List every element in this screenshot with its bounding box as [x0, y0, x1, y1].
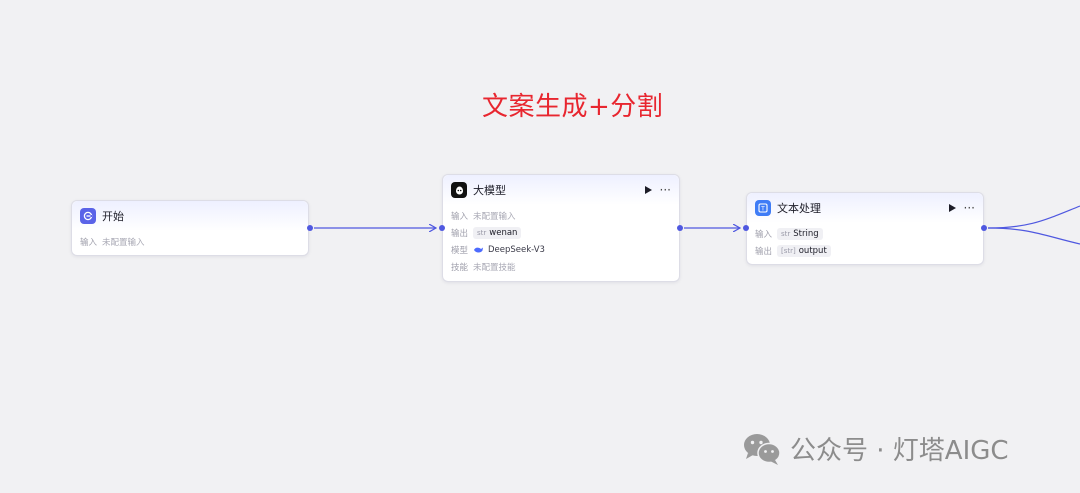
canvas-annotation-title: 文案生成+分割: [482, 92, 664, 122]
run-icon[interactable]: [644, 186, 652, 194]
svg-text:T: T: [760, 205, 765, 212]
node-llm-header: 大模型 ···: [443, 175, 679, 205]
row-label: 技能: [451, 262, 469, 273]
node-text-row-input: 输入 str String: [755, 225, 975, 242]
node-text-title: 文本处理: [777, 202, 821, 215]
row-label: 输入: [80, 237, 98, 248]
row-value: 未配置输入: [102, 237, 145, 248]
node-llm-row-model: 模型 DeepSeek-V3: [451, 241, 671, 258]
node-llm-row-output: 输出 str wenan: [451, 224, 671, 241]
node-start-output-port[interactable]: [307, 225, 313, 231]
edge-text-out-lower: [987, 227, 1080, 245]
start-icon: [80, 208, 96, 224]
wechat-icon: [744, 433, 781, 465]
node-llm-input-port[interactable]: [439, 225, 445, 231]
row-label: 输出: [451, 228, 469, 239]
node-text-output-port[interactable]: [981, 225, 987, 231]
row-value: 未配置技能: [473, 262, 516, 273]
output-variable-chip: [str] output: [777, 244, 831, 257]
run-icon[interactable]: [948, 204, 956, 212]
more-options-icon[interactable]: ···: [659, 183, 671, 197]
variable-type: [str]: [781, 246, 796, 255]
node-text-process[interactable]: T 文本处理 ··· 输入 str String 输出 [str]: [746, 192, 984, 265]
node-llm-row-skills: 技能 未配置技能: [451, 258, 671, 275]
node-llm-output-port[interactable]: [677, 225, 683, 231]
variable-name: wenan: [489, 227, 518, 238]
variable-name: String: [793, 228, 819, 239]
node-text-header: T 文本处理 ···: [747, 193, 983, 223]
node-text-row-output: 输出 [str] output: [755, 242, 975, 259]
row-label: 输出: [755, 246, 773, 257]
row-label: 输入: [755, 229, 773, 240]
row-label: 模型: [451, 245, 469, 256]
row-label: 输入: [451, 211, 469, 222]
more-options-icon[interactable]: ···: [963, 201, 975, 215]
node-start-header: 开始: [72, 201, 308, 231]
node-start-row-input: 输入 未配置输入: [80, 233, 300, 250]
watermark-text: 公众号 · 灯塔AIGC: [790, 436, 1009, 466]
node-llm-row-input: 输入 未配置输入: [451, 207, 671, 224]
node-text-input-port[interactable]: [743, 225, 749, 231]
variable-type: str: [781, 229, 791, 238]
edge-text-out-upper: [987, 205, 1080, 229]
row-value: 未配置输入: [473, 211, 516, 222]
model-name: DeepSeek-V3: [488, 244, 545, 255]
node-llm-title: 大模型: [473, 184, 506, 197]
variable-type: str: [477, 228, 487, 237]
text-process-icon: T: [755, 200, 771, 216]
deepseek-whale-icon: [474, 247, 483, 252]
variable-name: output: [798, 245, 827, 256]
node-start-title: 开始: [102, 210, 124, 223]
llm-icon: [451, 182, 467, 198]
output-variable-chip: str wenan: [473, 226, 522, 239]
node-llm[interactable]: 大模型 ··· 输入 未配置输入 输出 str wenan 模型: [442, 174, 680, 282]
input-variable-chip: str String: [777, 227, 823, 240]
node-start[interactable]: 开始 输入 未配置输入: [71, 200, 309, 256]
watermark: 公众号 · 灯塔AIGC: [742, 430, 1009, 467]
